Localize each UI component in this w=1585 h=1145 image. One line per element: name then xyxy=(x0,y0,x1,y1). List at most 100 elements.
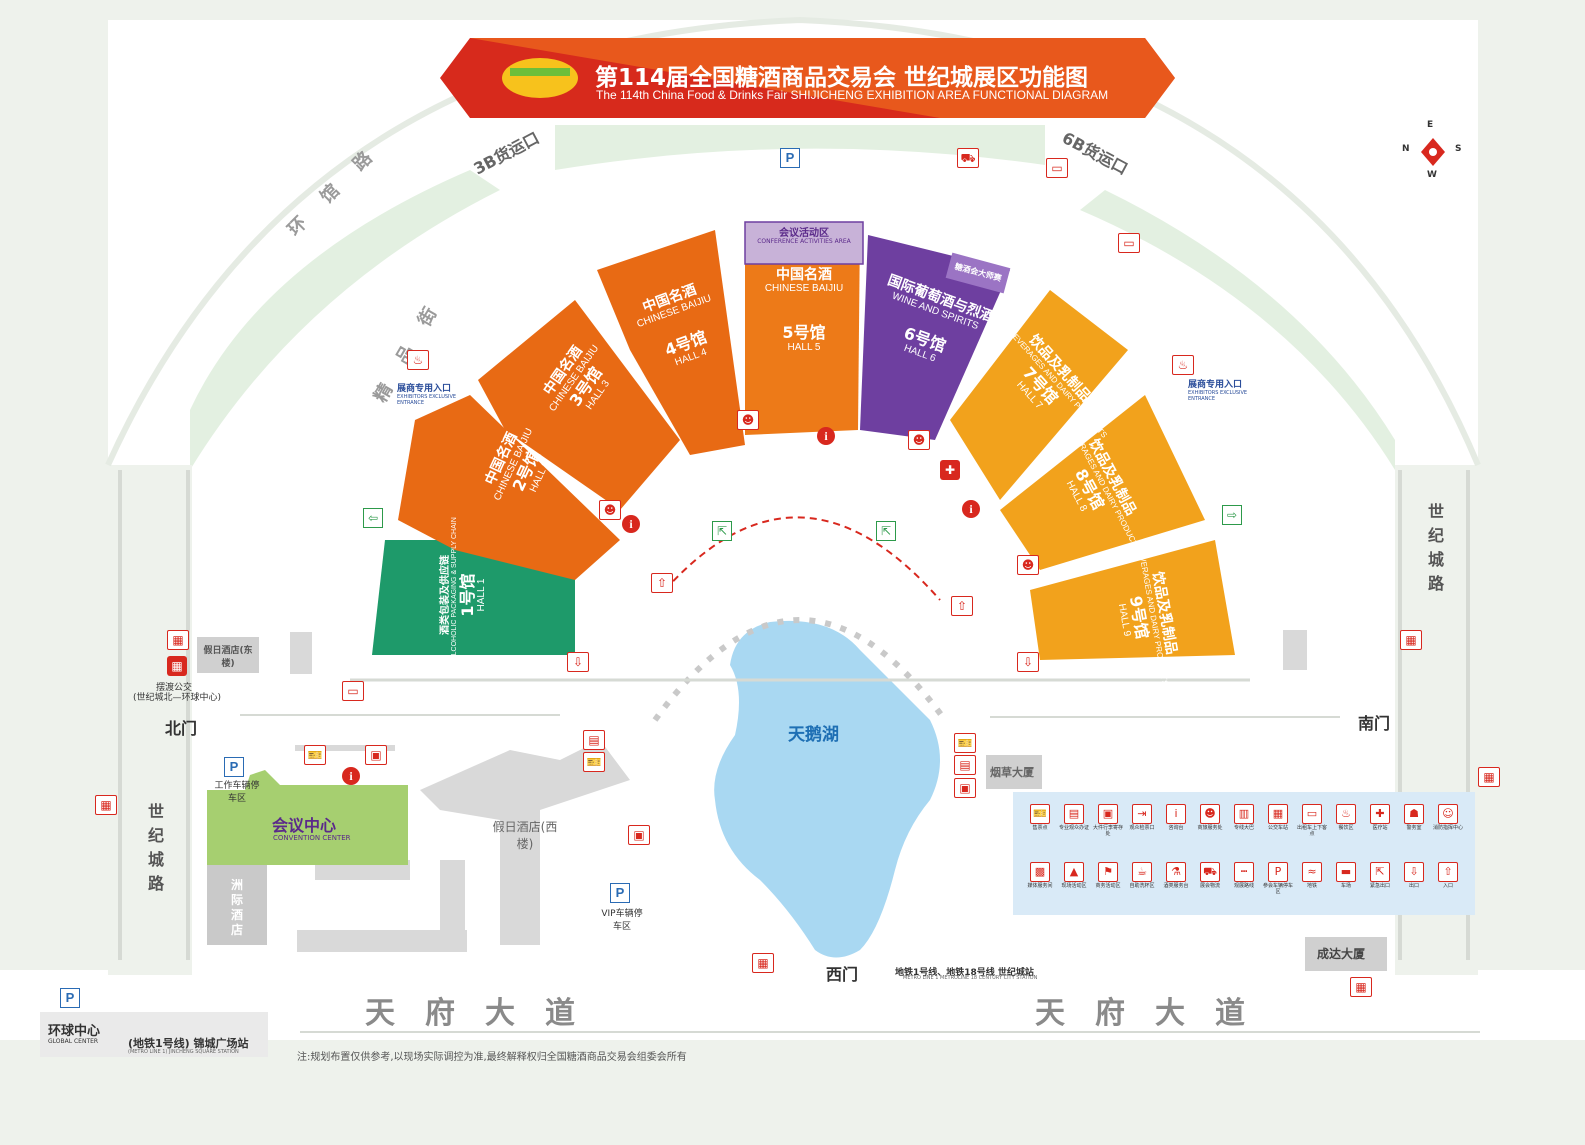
info-icon[interactable]: i xyxy=(622,515,640,533)
info-icon[interactable]: i xyxy=(962,500,980,518)
restaurant-icon[interactable]: ♨ xyxy=(1172,355,1194,375)
legend-label: 出租车上下客点 xyxy=(1296,825,1327,837)
baggage-icon[interactable]: ▣ xyxy=(954,778,976,798)
legend-item: ⇥观众检票口 xyxy=(1125,802,1159,832)
road-tianfu-left: 天府大道 xyxy=(365,996,605,1031)
taxi-icon[interactable]: ▭ xyxy=(342,681,364,701)
taxi-icon[interactable]: ▭ xyxy=(1118,233,1140,253)
legend-item: ▤专业观众办证 xyxy=(1057,802,1091,832)
legend-item: ┅观展路线 xyxy=(1227,860,1261,890)
convention-center-label[interactable]: 会议中心 xyxy=(272,816,337,835)
legend-item: ⛟展会物流 xyxy=(1193,860,1227,890)
conference-label[interactable]: 会议活动区 CONFERENCE ACTIVITIES AREA xyxy=(752,228,856,246)
legend-item: ☕自助洗杯区 xyxy=(1125,860,1159,890)
legend-label: 消防指挥中心 xyxy=(1432,825,1463,831)
baggage-icon[interactable]: ▣ xyxy=(628,825,650,845)
legend-label: 专线大巴 xyxy=(1233,825,1254,831)
ticket-icon[interactable]: 🎫 xyxy=(583,752,605,772)
hall-4 xyxy=(597,230,745,455)
global-center-en: GLOBAL CENTER xyxy=(48,1038,99,1045)
registration-icon: ▤ xyxy=(1064,804,1084,824)
hall-1-label[interactable]: 酒类包装及供应链 ALCOHOLIC PACKAGING & SUPPLY CH… xyxy=(440,517,488,660)
shuttle-bus-label: 摆渡公交 xyxy=(156,683,193,693)
road-tianfu-right: 天府大道 xyxy=(1035,996,1275,1031)
taxi-icon[interactable]: ▭ xyxy=(1046,158,1068,178)
metro-jincheng-label: (地铁1号线) 锦城广场站 xyxy=(128,1037,249,1050)
legend-label: 车场 xyxy=(1340,883,1351,889)
hall-7 xyxy=(950,290,1128,500)
emergency-exit-icon[interactable]: ⇱ xyxy=(712,521,732,541)
legend-item: ⚗酒类服务台 xyxy=(1159,860,1193,890)
exhibitor-entrance-left-en: EXHIBITORS EXCLUSIVE ENTRANCE xyxy=(397,394,457,406)
legend-item: ☻商旅服务处 xyxy=(1193,802,1227,832)
service-icon[interactable]: ☻ xyxy=(908,430,930,450)
logistics-icon[interactable]: ⛟ xyxy=(957,148,979,168)
legend-label: 专业观众办证 xyxy=(1058,825,1089,831)
exhibitor-entrance-right-en: EXHIBITORS EXCLUSIVE ENTRANCE xyxy=(1188,390,1248,402)
exit-icon[interactable]: ⇩ xyxy=(567,652,589,672)
entrance-icon[interactable]: ⇧ xyxy=(951,596,973,616)
legend-item: ▥专线大巴 xyxy=(1227,802,1261,832)
hall-5-number: 5号馆 xyxy=(782,323,826,343)
title-banner xyxy=(440,38,1175,118)
parking-vip-label: VIP车辆停车区 xyxy=(601,909,643,932)
hall-5-label[interactable]: 中国名酒 CHINESE BAIJIU 5号馆 HALL 5 xyxy=(752,267,856,353)
convention-center-en: CONVENTION CENTER xyxy=(273,834,351,842)
bus-icon[interactable]: ▦ xyxy=(95,795,117,815)
compass-e: E xyxy=(1427,120,1434,130)
legend-label: 咨询台 xyxy=(1168,825,1184,831)
info-icon[interactable]: i xyxy=(342,767,360,785)
bus-icon[interactable]: ▦ xyxy=(1350,977,1372,997)
hall-1 xyxy=(372,540,575,655)
bus-stop-icon[interactable]: ▦ xyxy=(167,656,187,676)
visitor-entrance-icon: ⇥ xyxy=(1132,804,1152,824)
exit-right-icon[interactable]: ⇨ xyxy=(1222,505,1242,525)
info-icon: i xyxy=(1166,804,1186,824)
parking-work-label: 工作车辆停车区 xyxy=(214,781,260,804)
metro-century-en: METRO LINE 1 METROLINE 18 CENTURY CITY S… xyxy=(903,975,1038,981)
baggage-icon[interactable]: ▣ xyxy=(365,745,387,765)
legend-label: 观众检票口 xyxy=(1129,825,1155,831)
legend-item: ▦公交车站 xyxy=(1261,802,1295,832)
legend-label: 警务室 xyxy=(1406,825,1422,831)
registration-icon[interactable]: ▤ xyxy=(954,755,976,775)
exit-icon[interactable]: ⇩ xyxy=(1017,652,1039,672)
ticket-icon[interactable]: 🎫 xyxy=(304,745,326,765)
emergency-exit-icon[interactable]: ⇱ xyxy=(876,521,896,541)
registration-icon[interactable]: ▤ xyxy=(583,730,605,750)
legend-label: 紧急出口 xyxy=(1369,883,1390,889)
tobacco-building: 烟草大厦 xyxy=(990,766,1034,779)
exit-left-icon[interactable]: ⇦ xyxy=(363,508,383,528)
service-icon[interactable]: ☻ xyxy=(737,410,759,430)
parking-work-icon: P xyxy=(224,757,244,777)
info-icon[interactable]: i xyxy=(817,427,835,445)
legend-label: 入口 xyxy=(1442,883,1453,889)
ticket-icon[interactable]: 🎫 xyxy=(954,733,976,753)
hall-6 xyxy=(860,235,1010,440)
legend-item: ≈地铁 xyxy=(1295,860,1329,890)
legend-label: 酒类服务台 xyxy=(1163,883,1189,889)
service-icon[interactable]: ☻ xyxy=(599,500,621,520)
legend-item: ▬车场 xyxy=(1329,860,1363,890)
parking-global-icon: P xyxy=(60,988,80,1008)
legend-label: 售票点 xyxy=(1032,825,1048,831)
service-icon[interactable]: ☻ xyxy=(1017,555,1039,575)
medical-icon[interactable]: ✚ xyxy=(940,460,960,480)
self-service-icon: ☕ xyxy=(1132,862,1152,882)
parking-icon: P xyxy=(1268,862,1288,882)
bus-icon[interactable]: ▦ xyxy=(1400,630,1422,650)
bus-icon[interactable]: ▦ xyxy=(752,953,774,973)
restaurant-icon[interactable]: ♨ xyxy=(407,350,429,370)
lake-label: 天鹅湖 xyxy=(788,725,839,745)
legend-label: 商务活动区 xyxy=(1095,883,1121,889)
bus-icon[interactable]: ▦ xyxy=(167,630,189,650)
entrance-icon[interactable]: ⇧ xyxy=(651,573,673,593)
hall-1-en: HALL 1 xyxy=(476,578,488,612)
legend-label: 参会车辆停车区 xyxy=(1262,883,1293,895)
fire-icon: ☺ xyxy=(1438,804,1458,824)
bus-icon[interactable]: ▦ xyxy=(1478,767,1500,787)
exhibitor-entrance-right: 展商专用入口 xyxy=(1188,380,1243,390)
compass-s: S xyxy=(1455,144,1462,154)
